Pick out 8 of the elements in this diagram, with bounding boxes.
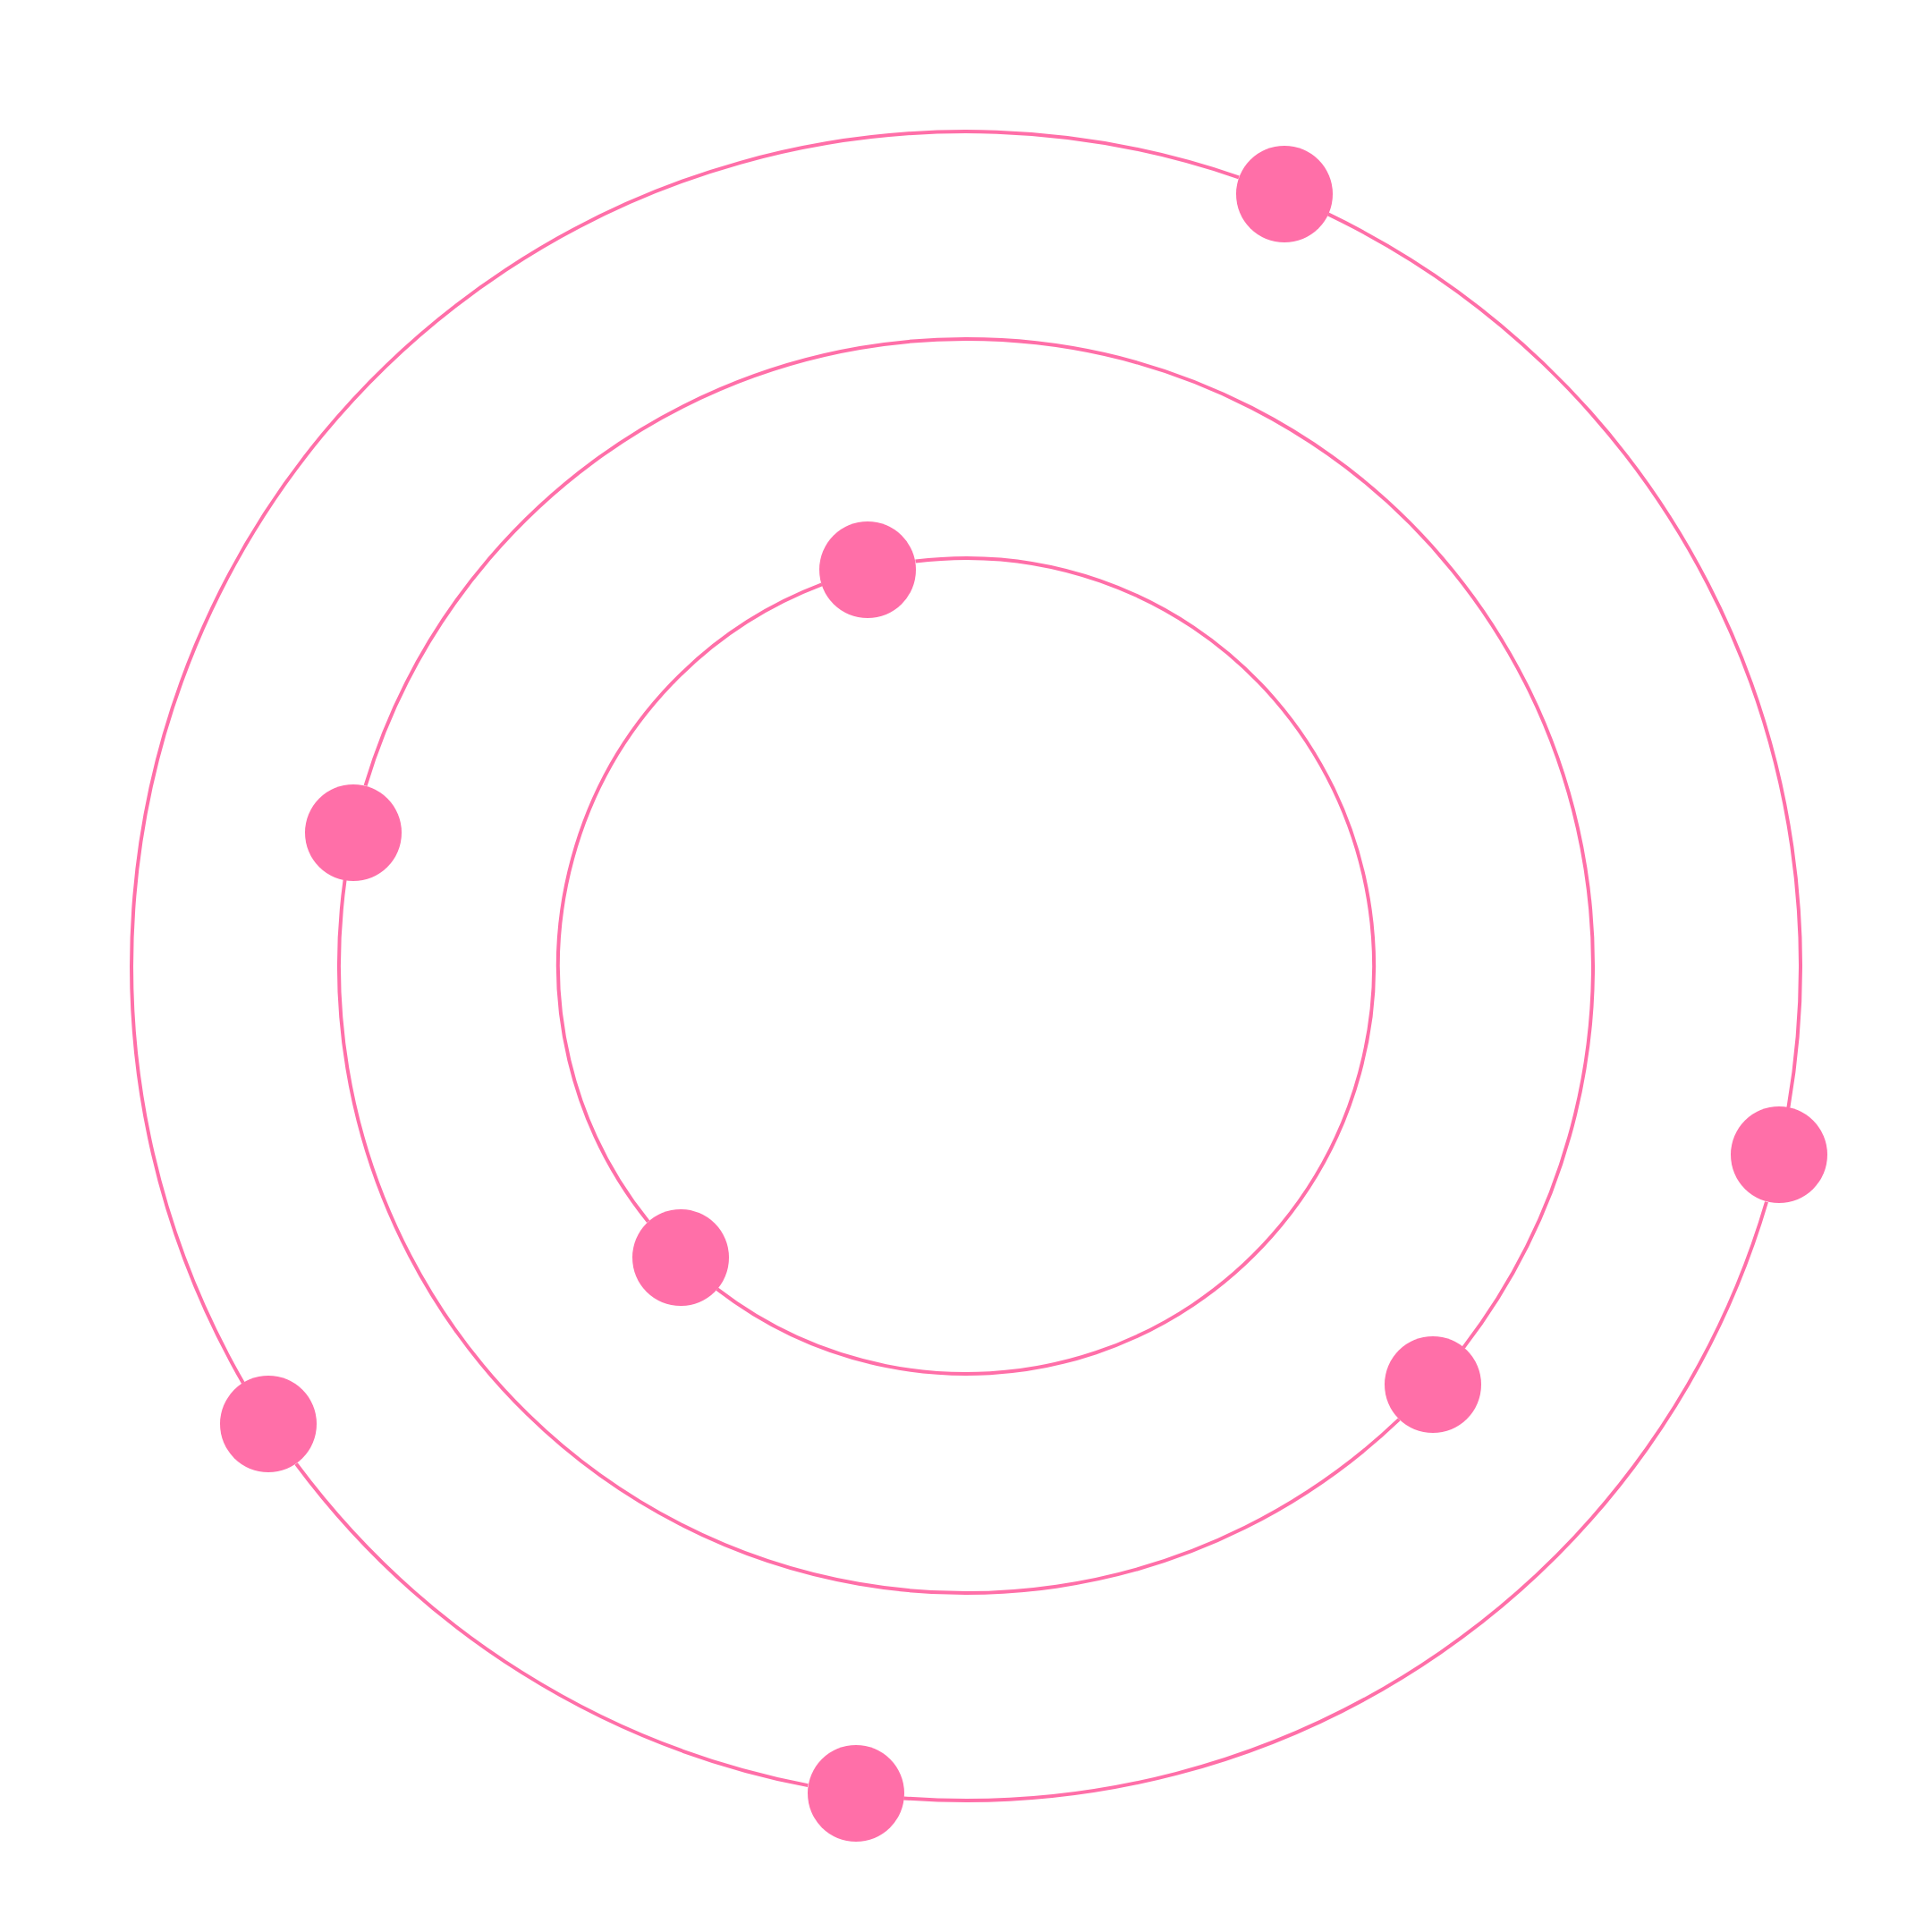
orbit-arc (716, 556, 1376, 1376)
orbit-arc (337, 879, 1401, 1595)
orbit-arc (903, 1201, 1768, 1801)
orbit-arc (363, 337, 1595, 1349)
orbit-arc (294, 1462, 809, 1788)
orbit-arc (556, 582, 823, 1223)
orbit-arc (130, 131, 1240, 1385)
orbit-arc (1326, 212, 1801, 1108)
